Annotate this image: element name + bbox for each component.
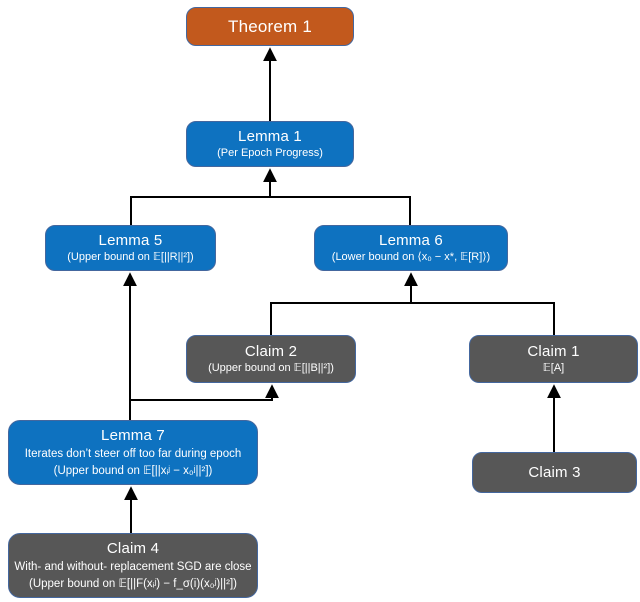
node-title: Lemma 6 (379, 232, 443, 250)
node-subtitle: (Lower bound on ⟨x₀ − x*, 𝔼[R]⟩) (331, 251, 491, 264)
edge-claim2-claim1-elbow (270, 302, 555, 335)
node-claim-2: Claim 2 (Upper bound on 𝔼[||B||²]) (186, 335, 356, 383)
node-description: Iterates don’t steer off too far during … (24, 448, 242, 461)
node-subtitle: (Upper bound on 𝔼[||xᵢʲ − x₀ʲ||²]) (53, 464, 213, 477)
node-title: Theorem 1 (227, 16, 312, 36)
node-subtitle: (Upper bound on 𝔼[||B||²]) (208, 362, 334, 375)
edge-lemma5-lemma6-elbow (130, 196, 411, 225)
node-description: With- and without- replacement SGD are c… (14, 561, 252, 574)
node-title: Claim 4 (106, 540, 160, 558)
node-subtitle: 𝔼[A] (542, 362, 565, 375)
node-theorem-1: Theorem 1 (186, 7, 354, 46)
node-title: Claim 2 (244, 343, 298, 361)
node-title: Lemma 1 (238, 128, 302, 146)
node-subtitle: (Upper bound on 𝔼[||F(xᵢʲ) − f_σ(i)(x₀ʲ)… (29, 577, 237, 590)
node-claim-1: Claim 1 𝔼[A] (469, 335, 638, 383)
node-title: Claim 3 (528, 463, 581, 481)
node-subtitle: (Upper bound on 𝔼[||R||²]) (67, 251, 194, 264)
node-lemma-6: Lemma 6 (Lower bound on ⟨x₀ − x*, 𝔼[R]⟩) (314, 225, 508, 271)
node-claim-4: Claim 4 With- and without- replacement S… (8, 533, 258, 598)
node-claim-3: Claim 3 (472, 452, 637, 493)
node-lemma-1: Lemma 1 (Per Epoch Progress) (186, 121, 354, 167)
node-lemma-5: Lemma 5 (Upper bound on 𝔼[||R||²]) (45, 225, 216, 271)
node-lemma-7: Lemma 7 Iterates don’t steer off too far… (8, 420, 258, 485)
node-title: Claim 1 (527, 343, 580, 361)
edge-lemma7-to-claim2 (130, 384, 279, 401)
node-title: Lemma 5 (98, 232, 163, 250)
node-title: Lemma 7 (101, 427, 165, 445)
node-subtitle: (Per Epoch Progress) (217, 147, 323, 160)
